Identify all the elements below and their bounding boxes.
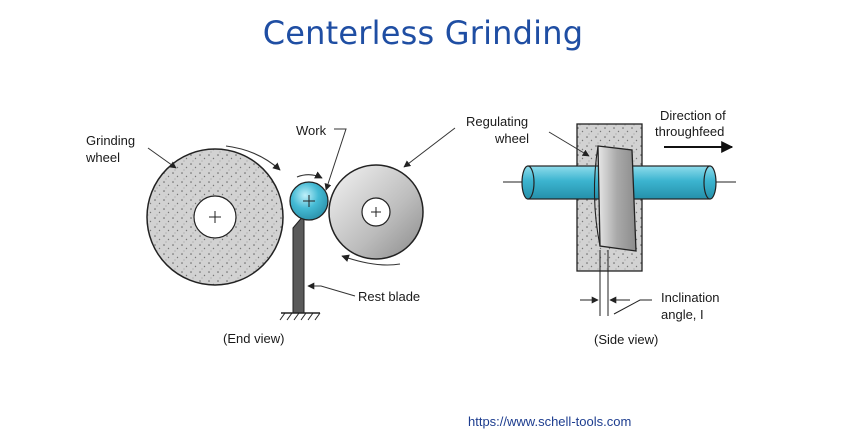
label-end-view: (End view) (223, 331, 284, 346)
leader-lines-side (548, 131, 590, 157)
rest-blade (279, 213, 321, 321)
diagram-title: Centerless Grinding (262, 14, 584, 52)
label-side-view: (Side view) (594, 332, 658, 347)
label-inclination-angle: Inclination angle, I (661, 290, 723, 322)
workpiece-end (289, 181, 329, 221)
rotation-arrows (225, 145, 401, 266)
source-url: https://www.schell-tools.com (468, 414, 632, 429)
inclination-angle-marks (580, 250, 652, 316)
label-grinding-wheel: Grinding wheel (85, 133, 139, 165)
regulating-wheel-side (593, 145, 637, 252)
label-work: Work (296, 123, 327, 138)
leader-lines-end (147, 127, 456, 297)
label-rest-blade: Rest blade (358, 289, 420, 304)
regulating-wheel-end (328, 164, 424, 260)
label-direction-throughfeed: Direction of throughfeed (655, 108, 729, 139)
label-regulating-wheel: Regulating wheel (466, 114, 532, 146)
grinding-wheel (146, 148, 284, 286)
